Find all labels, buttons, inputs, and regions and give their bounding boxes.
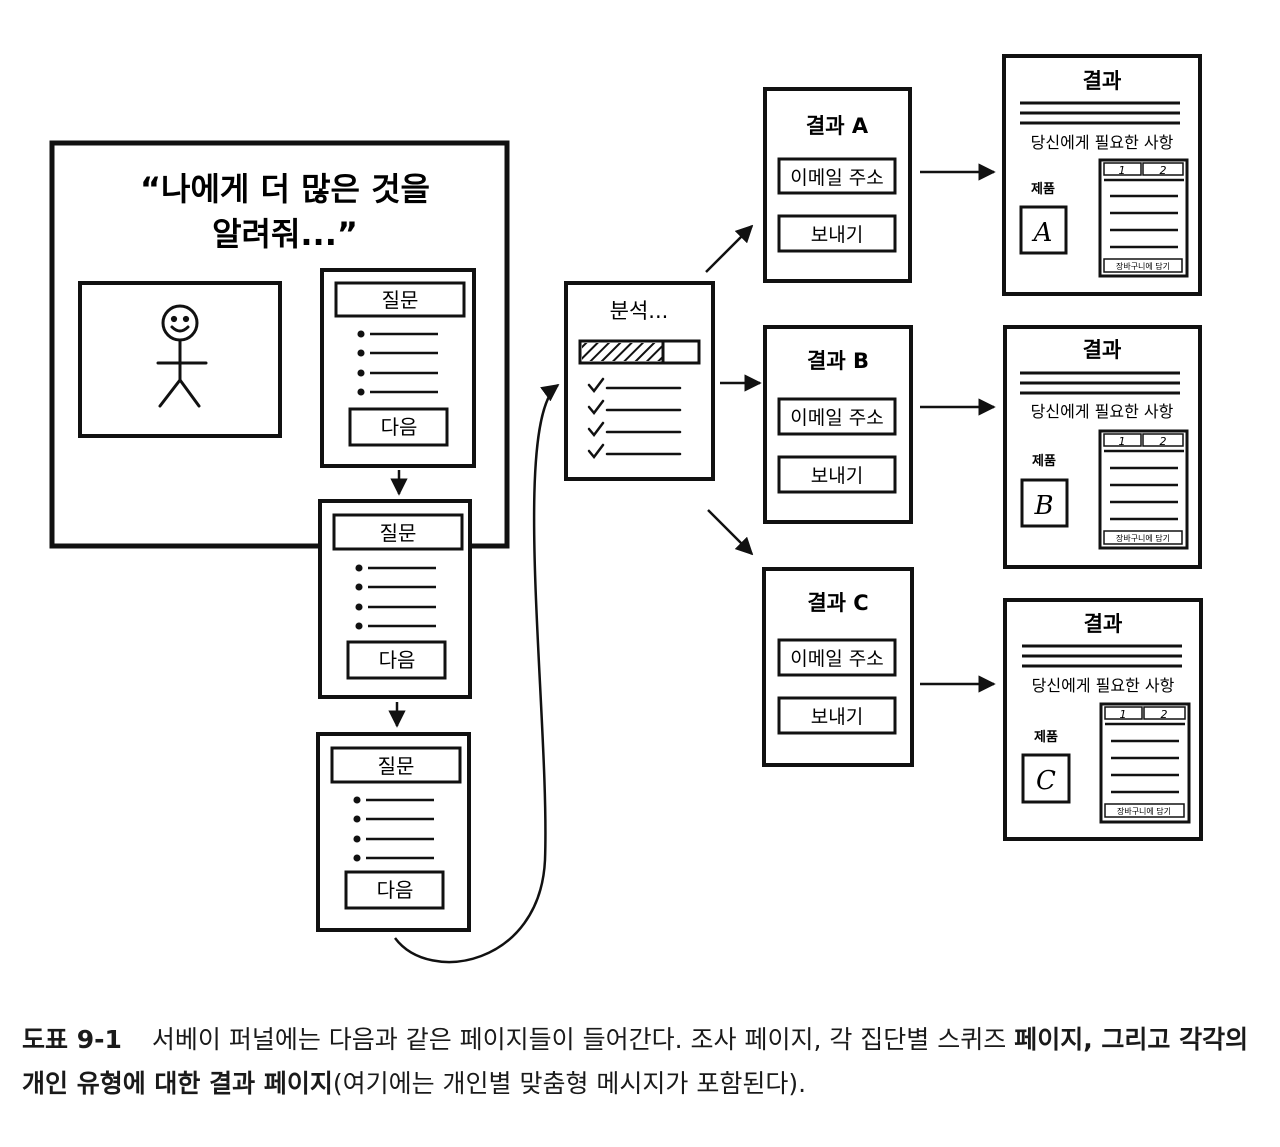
- email-label: 이메일 주소: [790, 648, 883, 670]
- video-box: [78, 281, 282, 438]
- tab-2-label: 2: [1161, 708, 1168, 721]
- result-subtitle: 당신에게 필요한 사항: [1031, 402, 1174, 421]
- result-title: 결과: [1083, 338, 1122, 362]
- question-label: 질문: [380, 521, 417, 545]
- send-button[interactable]: [777, 696, 897, 735]
- figure-caption: 도표 9-1 서베이 퍼널에는 다음과 같은 페이지들이 들어간다. 조사 페이지…: [22, 1018, 1262, 1106]
- send-button[interactable]: [777, 455, 897, 494]
- landing-headline-line2: 알려줘...”: [212, 215, 358, 253]
- tab-1[interactable]: [1103, 433, 1142, 447]
- send-label: 보내기: [811, 224, 863, 246]
- product-letter: A: [1032, 218, 1053, 248]
- headline-lines: [1022, 644, 1182, 668]
- result-title: 결과: [1084, 612, 1123, 636]
- question-label: 질문: [378, 754, 415, 778]
- tab-1-label: 1: [1119, 435, 1126, 448]
- tab-2[interactable]: [1143, 706, 1186, 720]
- quiz-page-1: 질문 다음: [320, 268, 476, 468]
- add-to-cart-button[interactable]: [1104, 803, 1185, 818]
- answer-list: [355, 564, 436, 630]
- checklist: [587, 377, 682, 460]
- next-label: 다음: [379, 648, 416, 672]
- email-label: 이메일 주소: [790, 407, 883, 429]
- figure-label: 도표 9-1: [22, 1025, 122, 1054]
- segment-page-b: 결과 B 이메일 주소 보내기: [763, 325, 913, 524]
- tab-2[interactable]: [1142, 162, 1184, 176]
- segment-title: 결과 B: [807, 349, 869, 373]
- add-to-cart-label: 장바구니에 담기: [1116, 261, 1170, 271]
- result-subtitle: 당신에게 필요한 사항: [1031, 133, 1174, 152]
- email-field[interactable]: [777, 638, 897, 677]
- product-image: [1020, 478, 1069, 528]
- flow-arrow-to-analysis: [393, 383, 560, 964]
- answer-list: [357, 330, 438, 396]
- product-label: 제품: [1031, 182, 1055, 197]
- email-field[interactable]: [777, 397, 897, 436]
- caption-text-part1: 서베이 퍼널에는 다음과 같은 페이지들이 들어간다. 조사 페이지, 각 집단…: [151, 1025, 1015, 1054]
- flow-arrow-to-segment-a: [705, 224, 754, 273]
- analysis-title: 분석...: [610, 299, 669, 323]
- result-page-a: 결과 당신에게 필요한 사항 제품 A 1 2 장바구니에 담기: [1002, 54, 1202, 296]
- product-detail-panel: 1 2 장바구니에 담기: [1098, 158, 1189, 278]
- send-label: 보내기: [811, 465, 863, 487]
- next-button[interactable]: [348, 407, 449, 447]
- quiz-page-2: 질문 다음: [318, 499, 472, 699]
- headline-lines: [1020, 371, 1180, 395]
- landing-headline-line1: “나에게 더 많은 것을: [140, 170, 430, 208]
- segment-page-a: 결과 A 이메일 주소 보내기: [763, 87, 912, 283]
- send-button[interactable]: [777, 214, 897, 253]
- caption-text-part2: (여기에는 개인별 맞춤형 메시지가 포함된다).: [332, 1069, 807, 1098]
- next-button[interactable]: [346, 640, 447, 680]
- analysis-page: 분석...: [564, 281, 715, 481]
- tab-1[interactable]: [1103, 162, 1142, 176]
- product-letter: C: [1036, 766, 1056, 796]
- progress-bar: [578, 339, 701, 365]
- flow-arrow-to-segment-c: [707, 509, 754, 556]
- next-label: 다음: [377, 878, 414, 902]
- send-label: 보내기: [811, 706, 863, 728]
- headline-lines: [1020, 101, 1180, 125]
- add-to-cart-label: 장바구니에 담기: [1117, 806, 1171, 816]
- add-to-cart-button[interactable]: [1103, 530, 1183, 545]
- segment-page-c: 결과 C 이메일 주소 보내기: [762, 567, 914, 767]
- tab-2-label: 2: [1160, 435, 1167, 448]
- add-to-cart-label: 장바구니에 담기: [1116, 533, 1170, 543]
- product-detail-panel: 1 2 장바구니에 담기: [1098, 429, 1189, 550]
- question-box: [330, 746, 462, 784]
- caption-text-bold: 페이지, 그리고 각각의 개인 유형에 대한 결과 페이지: [22, 1025, 1249, 1098]
- question-box: [332, 513, 464, 551]
- tab-1[interactable]: [1104, 706, 1143, 720]
- quiz-page-3: 질문 다음: [316, 732, 471, 932]
- tab-1-label: 1: [1120, 708, 1127, 721]
- result-page-b: 결과 당신에게 필요한 사항 제품 B 1 2 장바구니에 담기: [1003, 325, 1202, 569]
- next-label: 다음: [381, 415, 418, 439]
- segment-title: 결과 A: [806, 114, 869, 138]
- next-button[interactable]: [344, 870, 445, 910]
- email-label: 이메일 주소: [790, 167, 883, 189]
- product-image: [1021, 753, 1071, 804]
- result-title: 결과: [1083, 69, 1122, 93]
- product-label: 제품: [1034, 730, 1058, 745]
- survey-funnel-diagram: “나에게 더 많은 것을 알려줘...” 질문: [49, 54, 1203, 964]
- tab-2[interactable]: [1142, 433, 1184, 447]
- email-field[interactable]: [777, 157, 897, 195]
- product-image: [1019, 205, 1068, 255]
- add-to-cart-button[interactable]: [1103, 258, 1183, 273]
- question-label: 질문: [382, 288, 419, 312]
- product-label: 제품: [1032, 454, 1056, 469]
- tab-2-label: 2: [1160, 164, 1167, 177]
- question-box: [334, 281, 466, 318]
- product-detail-panel: 1 2 장바구니에 담기: [1099, 702, 1191, 824]
- product-letter: B: [1033, 491, 1053, 521]
- result-subtitle: 당신에게 필요한 사항: [1032, 676, 1175, 695]
- stick-figure-icon: [156, 304, 208, 408]
- result-page-c: 결과 당신에게 필요한 사항 제품 C 1 2 장바구니에 담기: [1003, 598, 1203, 841]
- tab-1-label: 1: [1119, 164, 1126, 177]
- answer-list: [353, 796, 434, 862]
- segment-title: 결과 C: [807, 591, 868, 615]
